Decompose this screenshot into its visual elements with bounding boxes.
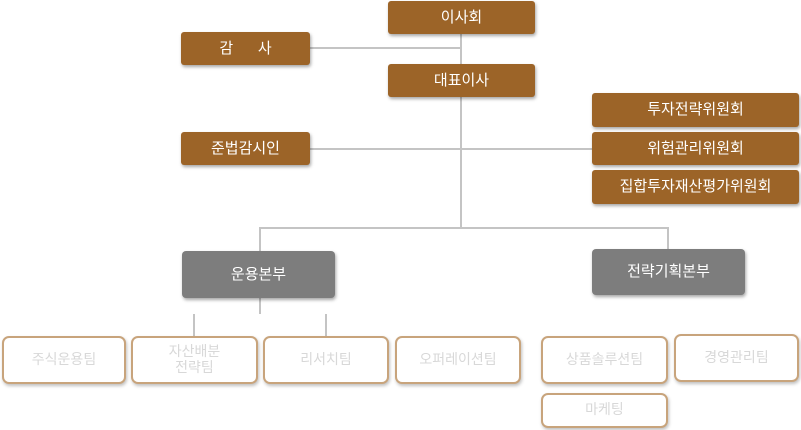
division-label: 운용본부 (230, 264, 287, 283)
connector-audit (310, 47, 461, 49)
team-label: 리서치팀 (300, 351, 352, 368)
connector-team-tick-left (193, 314, 195, 336)
connector-division-bus (259, 227, 669, 229)
connector-ceo-trunk (460, 97, 462, 229)
committee-risk-management: 위험관리위원회 (592, 132, 799, 165)
team-label: 자산배분 전략팀 (168, 343, 221, 376)
division-operations: 운용본부 (182, 251, 335, 298)
committee-label: 위험관리위원회 (647, 138, 744, 157)
team-label: 주식운용팀 (31, 351, 97, 368)
team-marketing: 마케팅 (541, 393, 668, 428)
team-label: 마케팅 (585, 402, 624, 419)
connector-compliance-committees (310, 148, 595, 150)
audit-node: 감 사 (181, 32, 310, 65)
compliance-node: 준법감시인 (181, 132, 310, 165)
connector-team-tick-right (325, 314, 327, 336)
committee-investment-strategy: 투자전략위원회 (592, 93, 799, 127)
connector-to-operations (259, 227, 261, 251)
team-operations: 오퍼레이션팀 (395, 336, 521, 384)
team-management: 경영관리팀 (674, 334, 799, 382)
team-label: 경영관리팀 (704, 349, 769, 366)
team-label: 상품솔루션팀 (565, 351, 644, 368)
board-node: 이사회 (388, 1, 535, 34)
team-label: 오퍼레이션팀 (419, 351, 497, 368)
ceo-node: 대표이사 (388, 64, 535, 97)
team-equity-management: 주식운용팀 (2, 336, 126, 384)
connector-operations-down (259, 298, 261, 314)
committee-label: 투자전략위원회 (647, 100, 744, 119)
compliance-label: 준법감시인 (210, 138, 280, 157)
committee-label: 집합투자재산평가위원회 (619, 177, 772, 196)
division-label: 전략기획본부 (627, 262, 710, 281)
audit-label: 감 사 (219, 38, 282, 57)
division-strategy-planning: 전략기획본부 (592, 249, 745, 295)
team-research: 리서치팀 (263, 336, 389, 384)
connector-to-strategy (667, 227, 669, 249)
board-label: 이사회 (440, 7, 483, 26)
ceo-label: 대표이사 (433, 70, 490, 89)
committee-collective-investment-valuation: 집합투자재산평가위원회 (592, 170, 799, 204)
connector-board-ceo (460, 34, 462, 64)
team-asset-allocation-strategy: 자산배분 전략팀 (131, 336, 258, 384)
team-product-solutions: 상품솔루션팀 (541, 336, 668, 384)
